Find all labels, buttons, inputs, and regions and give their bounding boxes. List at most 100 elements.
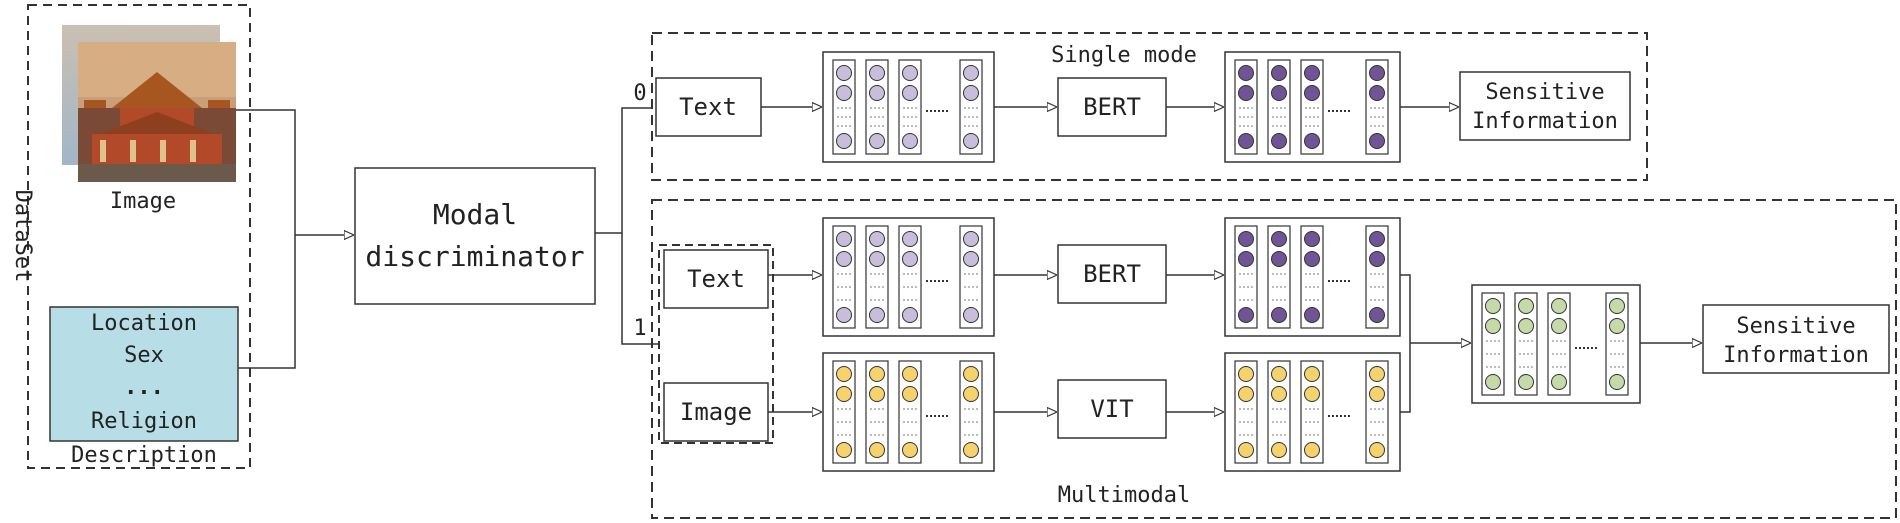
token-circle: [1609, 374, 1625, 390]
token-circle: [836, 231, 852, 247]
branch-one-label: 1: [633, 316, 646, 341]
token-circle: [1369, 386, 1385, 402]
single-output-line1: Sensitive: [1485, 80, 1604, 105]
single-mode-panel: Single mode Text BERT Sensitive Informat…: [651, 32, 1648, 181]
vector-column: [1365, 225, 1389, 329]
vector-column: [1234, 360, 1258, 464]
multi-image-box: [663, 382, 769, 442]
palace-photo-icon: [62, 25, 236, 182]
multimodal-panel: Multimodal Text Image BERT VIT Sensitive…: [651, 199, 1897, 519]
token-circle: [1369, 366, 1385, 382]
token-circle: [1369, 85, 1385, 101]
token-circle: [963, 386, 979, 402]
token-circle: [1271, 231, 1287, 247]
single-mode-dashed-border: [651, 32, 1648, 181]
discriminator-line1: Modal: [433, 198, 517, 231]
token-circle: [963, 366, 979, 382]
image-label: Image: [110, 189, 176, 214]
token-circle: [1369, 231, 1385, 247]
vector-column: [898, 225, 922, 329]
token-circle: [963, 231, 979, 247]
vector-column: [1234, 225, 1258, 329]
token-circle: [902, 386, 918, 402]
token-circle: [1609, 298, 1625, 314]
discriminator-line2: discriminator: [365, 240, 584, 273]
token-circle: [1304, 251, 1320, 267]
single-title-bg: [1028, 40, 1220, 68]
token-circle: [1238, 231, 1254, 247]
multi-image-embedding-block: [822, 352, 995, 472]
multi-image-label: Image: [680, 398, 752, 426]
token-circle: [1304, 231, 1320, 247]
branch-connectors: [595, 107, 660, 345]
modal-discriminator-box: [354, 167, 596, 305]
vector-column: [865, 59, 889, 155]
token-circle: [1304, 85, 1320, 101]
multi-arrows: [768, 275, 1701, 412]
token-circle: [1304, 65, 1320, 81]
token-circle: [1271, 366, 1287, 382]
token-circle: [869, 366, 885, 382]
multi-text-box: [663, 249, 769, 309]
vector-column: [1365, 59, 1389, 155]
single-bert-box: [1057, 77, 1167, 137]
token-circle: [1271, 85, 1287, 101]
multi-output-line1: Sensitive: [1736, 314, 1855, 339]
description-label: Description: [71, 443, 217, 468]
token-circle: [1271, 307, 1287, 323]
token-circle: [869, 307, 885, 323]
single-bert-label: BERT: [1083, 93, 1141, 121]
multi-output-line2: Information: [1723, 343, 1869, 368]
token-circle: [1304, 442, 1320, 458]
vector-column: [832, 225, 856, 329]
token-circle: [1304, 386, 1320, 402]
vector-column: [832, 360, 856, 464]
token-circle: [869, 386, 885, 402]
desc-line-ellipsis: ...: [124, 375, 164, 400]
token-circle: [1238, 251, 1254, 267]
single-output-box: [1459, 71, 1631, 141]
token-circle: [1304, 307, 1320, 323]
multi-vit-label: VIT: [1090, 395, 1133, 423]
token-circle: [1518, 298, 1534, 314]
single-text-embedding-block: [822, 51, 995, 163]
token-circle: [963, 133, 979, 149]
multi-bert-label: BERT: [1083, 260, 1141, 288]
token-circle: [1271, 251, 1287, 267]
vector-column: [1605, 292, 1629, 396]
token-circle: [869, 251, 885, 267]
multimodal-title: Multimodal: [1058, 483, 1190, 508]
single-text-box: [655, 77, 762, 137]
vector-column: [898, 59, 922, 155]
token-circle: [1369, 251, 1385, 267]
token-circle: [1238, 442, 1254, 458]
token-circle: [1369, 442, 1385, 458]
token-circle: [869, 442, 885, 458]
token-circle: [869, 65, 885, 81]
single-text-label: Text: [679, 93, 737, 121]
token-circle: [1238, 307, 1254, 323]
dataset-connectors: [236, 109, 353, 369]
token-circle: [1369, 307, 1385, 323]
single-output-line2: Information: [1472, 109, 1618, 134]
vector-column: [865, 360, 889, 464]
token-circle: [1551, 298, 1567, 314]
token-circle: [836, 307, 852, 323]
token-circle: [836, 251, 852, 267]
token-circle: [963, 442, 979, 458]
token-circle: [1369, 133, 1385, 149]
token-circle: [963, 251, 979, 267]
token-circle: [1271, 386, 1287, 402]
token-vector-blocks: [822, 51, 1641, 472]
token-circle: [1304, 133, 1320, 149]
token-circle: [902, 307, 918, 323]
token-circle: [1485, 374, 1501, 390]
vector-column: [1267, 59, 1291, 155]
desc-line-location: Location: [91, 311, 197, 336]
multi-text-label: Text: [687, 265, 745, 293]
fusion-embedding-block: [1471, 284, 1641, 404]
branch-zero-label: 0: [633, 81, 646, 106]
vector-column: [898, 360, 922, 464]
token-circle: [1518, 318, 1534, 334]
